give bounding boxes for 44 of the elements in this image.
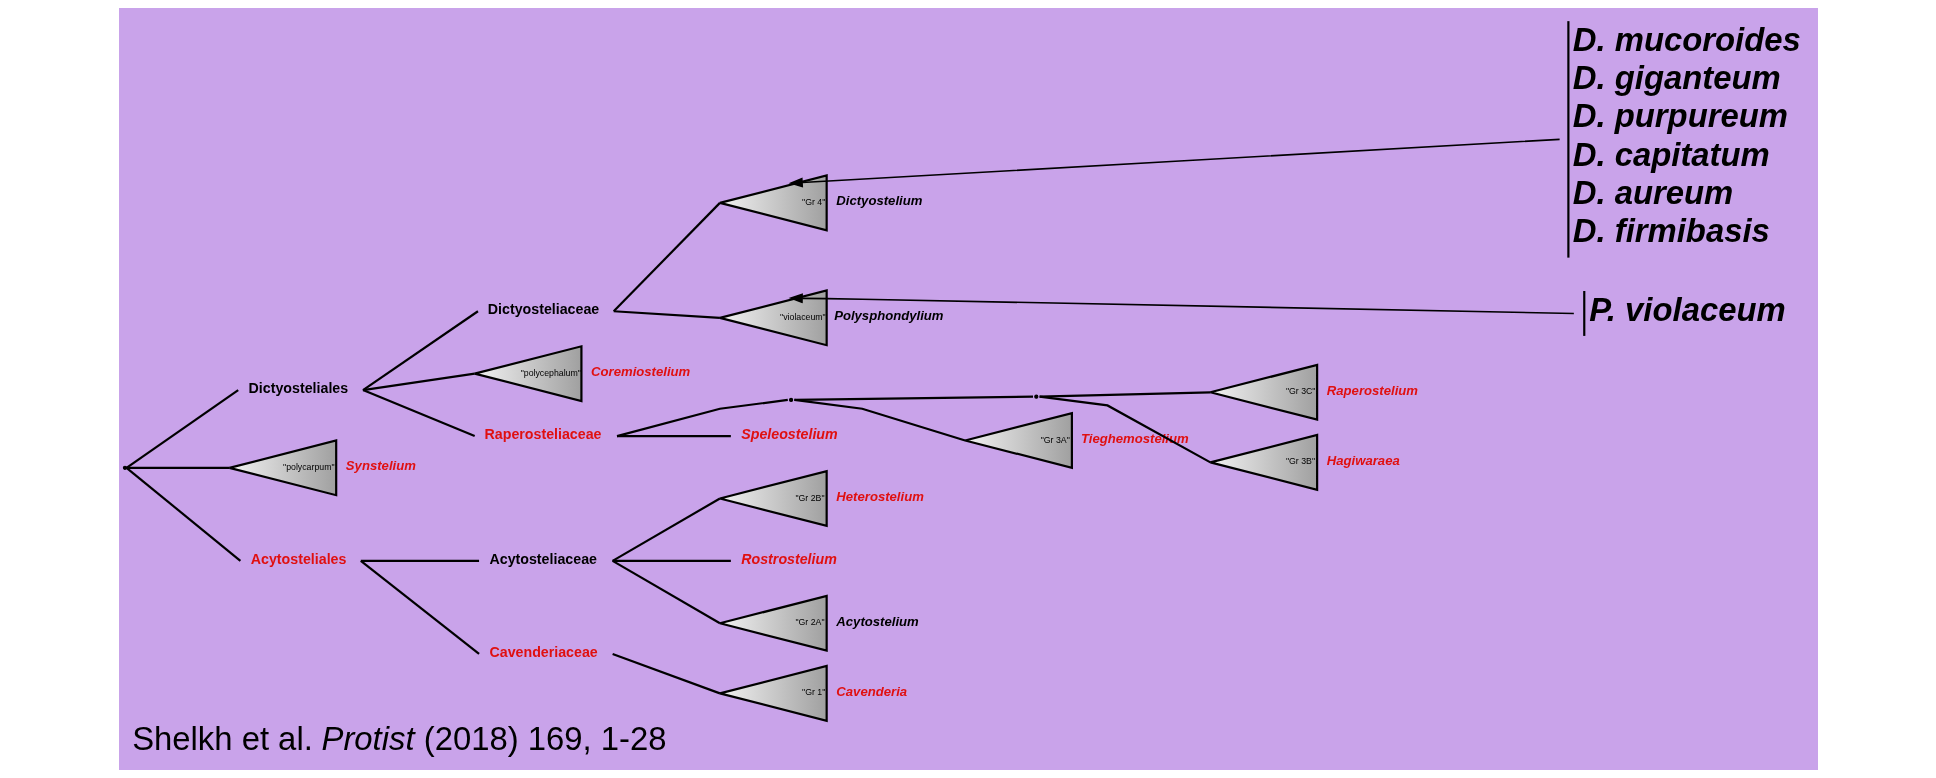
node-label: Cavenderia — [835, 683, 907, 699]
connector — [616, 398, 788, 438]
connector — [611, 559, 720, 625]
node-label: Raperostelium — [1326, 382, 1418, 398]
connector — [125, 467, 241, 562]
connector — [1039, 391, 1210, 398]
connector — [616, 435, 731, 438]
node-text: Dictyosteliales — [248, 379, 348, 396]
connector — [362, 372, 475, 392]
node-label: Hagiwaraea — [1326, 452, 1400, 468]
connector — [362, 389, 475, 438]
node-label: Heterostelium — [835, 488, 924, 504]
arrow — [788, 138, 1560, 188]
connector — [361, 310, 479, 391]
connector — [613, 310, 720, 319]
caption: Shelkh et al. Protist (2018) 169, 1-28 — [131, 720, 666, 758]
connector — [611, 652, 720, 695]
node-text: Acytosteliales — [250, 550, 346, 567]
node-text: P. violaceum — [1588, 291, 1786, 329]
connector — [611, 497, 720, 562]
node-point — [1033, 394, 1038, 399]
node-label: Dictyostelium — [835, 193, 922, 209]
node-text: Cavenderiaceae — [488, 643, 598, 660]
connector — [793, 398, 965, 442]
node-label: Synstelium — [345, 458, 416, 474]
node-text: Rostrostelium — [740, 550, 837, 567]
node-text: Speleostelium — [740, 425, 838, 442]
connector — [1038, 395, 1211, 464]
arrow — [788, 293, 1575, 315]
node-point — [788, 397, 793, 403]
connector — [612, 559, 731, 562]
node-text: D. mucoroides D. giganteum D. purpureum D. capitatum D. aureum D. firmibasis — [1572, 20, 1801, 250]
connector — [126, 466, 229, 469]
connector — [360, 559, 479, 562]
node-point — [122, 465, 127, 470]
node-label: Coremiostelium — [590, 363, 690, 379]
connector — [125, 389, 239, 469]
connector — [612, 202, 721, 313]
connector — [359, 560, 480, 655]
node-label: Acytostelium — [835, 613, 919, 629]
node-text: Acytosteliaceae — [488, 550, 597, 567]
node-text: Dictyosteliaceae — [487, 300, 599, 317]
node-text: Raperosteliaceae — [484, 425, 602, 442]
node-label: Polysphondylium — [833, 308, 944, 324]
